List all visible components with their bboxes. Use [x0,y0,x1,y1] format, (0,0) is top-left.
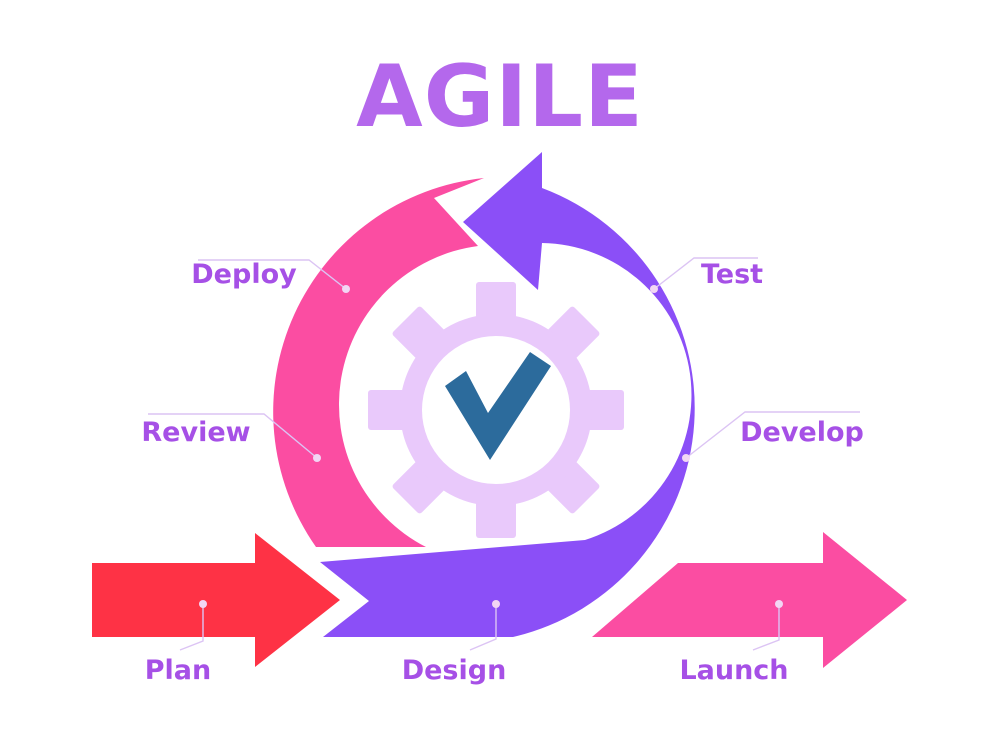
label-review: Review [141,417,250,448]
label-test: Test [701,259,763,290]
design-dot [492,600,500,608]
checkmark-icon [445,352,551,460]
review-dot [313,454,321,462]
pink-cycle-arrow [273,178,484,547]
design-leader [469,604,497,651]
label-launch: Launch [679,655,788,686]
deploy-leader [198,259,347,290]
deploy-dot [342,285,350,293]
plan-arrow [92,533,340,667]
test-leader [653,257,758,290]
launch-arrow [592,532,907,668]
purple-cycle-arrow [320,152,695,637]
label-deploy: Deploy [191,259,297,290]
plan-leader [179,604,204,651]
label-design: Design [402,655,507,686]
develop-dot [682,454,690,462]
title: AGILE [356,47,644,147]
review-leader [148,413,318,459]
plan-dot [199,600,207,608]
label-plan: Plan [145,655,212,686]
test-dot [650,285,658,293]
label-develop: Develop [740,417,864,448]
launch-leader [752,604,780,651]
develop-leader [685,411,860,459]
launch-dot [775,600,783,608]
